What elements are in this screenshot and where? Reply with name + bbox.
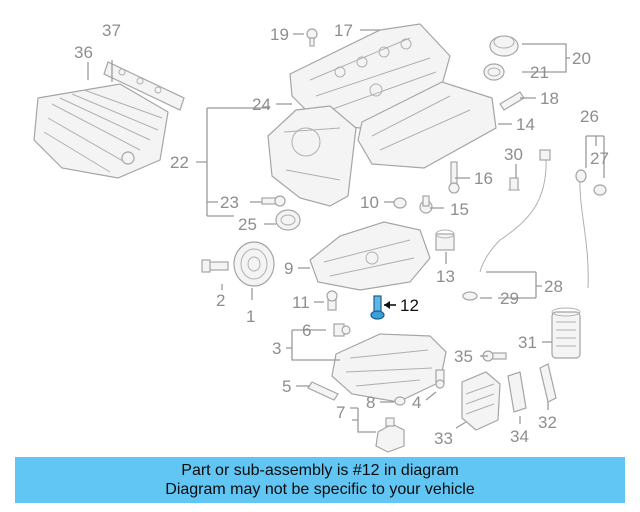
callout-19: 19 <box>270 25 289 44</box>
callout-35: 35 <box>454 347 473 366</box>
screw-19-part <box>306 28 318 47</box>
callout-28: 28 <box>544 277 563 296</box>
callout-11: 11 <box>292 293 310 312</box>
crank-seal-part <box>275 209 301 231</box>
callout-14: 14 <box>516 115 535 134</box>
callout-labels: 1 2 3 4 5 6 7 8 9 10 11 12 13 14 15 16 1… <box>74 21 609 448</box>
sensor-part <box>499 91 525 111</box>
bolt-11-part <box>326 290 338 311</box>
callout-9: 9 <box>284 259 293 278</box>
callout-16: 16 <box>474 169 493 188</box>
callout-3: 3 <box>272 339 281 358</box>
oil-pan-part <box>331 333 447 403</box>
washer-part <box>393 197 407 209</box>
callout-23: 23 <box>220 193 239 212</box>
callout-36: 36 <box>74 43 93 62</box>
callout-12: 12 <box>400 296 419 315</box>
callout-2: 2 <box>216 291 225 310</box>
bolt-16-part <box>448 161 460 194</box>
oil-filler-cap-part <box>489 35 519 57</box>
parts-diagram: 1 2 3 4 5 6 7 8 9 10 11 12 13 14 15 16 1… <box>33 21 609 453</box>
highlighted-bolt-12-part <box>370 295 385 320</box>
manifold-gasket-part <box>103 61 185 111</box>
callout-8: 8 <box>366 393 375 412</box>
dipstick-part <box>575 169 589 289</box>
timing-cover-part <box>267 105 357 207</box>
upper-cover-part <box>357 81 497 169</box>
pulley-part <box>233 241 275 287</box>
bracket-7-part <box>375 417 405 453</box>
callout-10: 10 <box>360 193 379 212</box>
callout-22: 22 <box>170 153 189 172</box>
callout-20: 20 <box>572 49 591 68</box>
o-ring-part <box>462 291 478 301</box>
part-13 <box>435 229 455 251</box>
callout-32: 32 <box>538 413 557 432</box>
part-32 <box>539 363 557 403</box>
info-banner: Part or sub-assembly is #12 in diagram D… <box>15 457 625 503</box>
oil-filter-part <box>551 307 581 359</box>
banner-line-1: Part or sub-assembly is #12 in diagram <box>181 462 459 479</box>
callout-26: 26 <box>580 107 599 126</box>
callout-25: 25 <box>238 215 257 234</box>
callout-34: 34 <box>510 427 529 446</box>
callout-21: 21 <box>530 63 549 82</box>
sender-6-part <box>333 323 351 337</box>
cap-seal-part <box>483 63 505 81</box>
banner-line-2: Diagram may not be specific to your vehi… <box>165 481 475 498</box>
callout-37: 37 <box>102 21 121 40</box>
fitting-30-part <box>508 177 520 191</box>
callout-6: 6 <box>302 321 311 340</box>
callout-27: 27 <box>590 149 609 168</box>
oil-pump-part <box>309 221 431 291</box>
leader-lines <box>87 29 605 433</box>
callout-5: 5 <box>282 377 291 396</box>
callout-31: 31 <box>518 333 537 352</box>
callout-29: 29 <box>500 289 519 308</box>
part-8 <box>394 396 406 406</box>
bolt-23-part <box>261 195 286 207</box>
callout-30: 30 <box>504 145 523 164</box>
bolt-2-part <box>201 259 229 273</box>
callout-13: 13 <box>436 267 455 286</box>
callout-17: 17 <box>334 21 353 40</box>
part-27 <box>593 184 607 196</box>
oil-cooler-part <box>461 371 501 431</box>
callout-33: 33 <box>434 429 453 448</box>
part-5 <box>307 381 339 401</box>
callout-1: 1 <box>246 307 255 326</box>
callout-24: 24 <box>252 95 271 114</box>
callout-15: 15 <box>450 200 469 219</box>
callout-18: 18 <box>540 89 559 108</box>
drain-plug-part <box>435 369 445 389</box>
bolt-15-part <box>419 195 433 214</box>
callout-7: 7 <box>336 403 345 422</box>
dipstick-tube-part <box>479 149 551 273</box>
part-34 <box>507 371 527 413</box>
callout-4: 4 <box>412 393 421 412</box>
intake-manifold-part <box>33 83 169 179</box>
